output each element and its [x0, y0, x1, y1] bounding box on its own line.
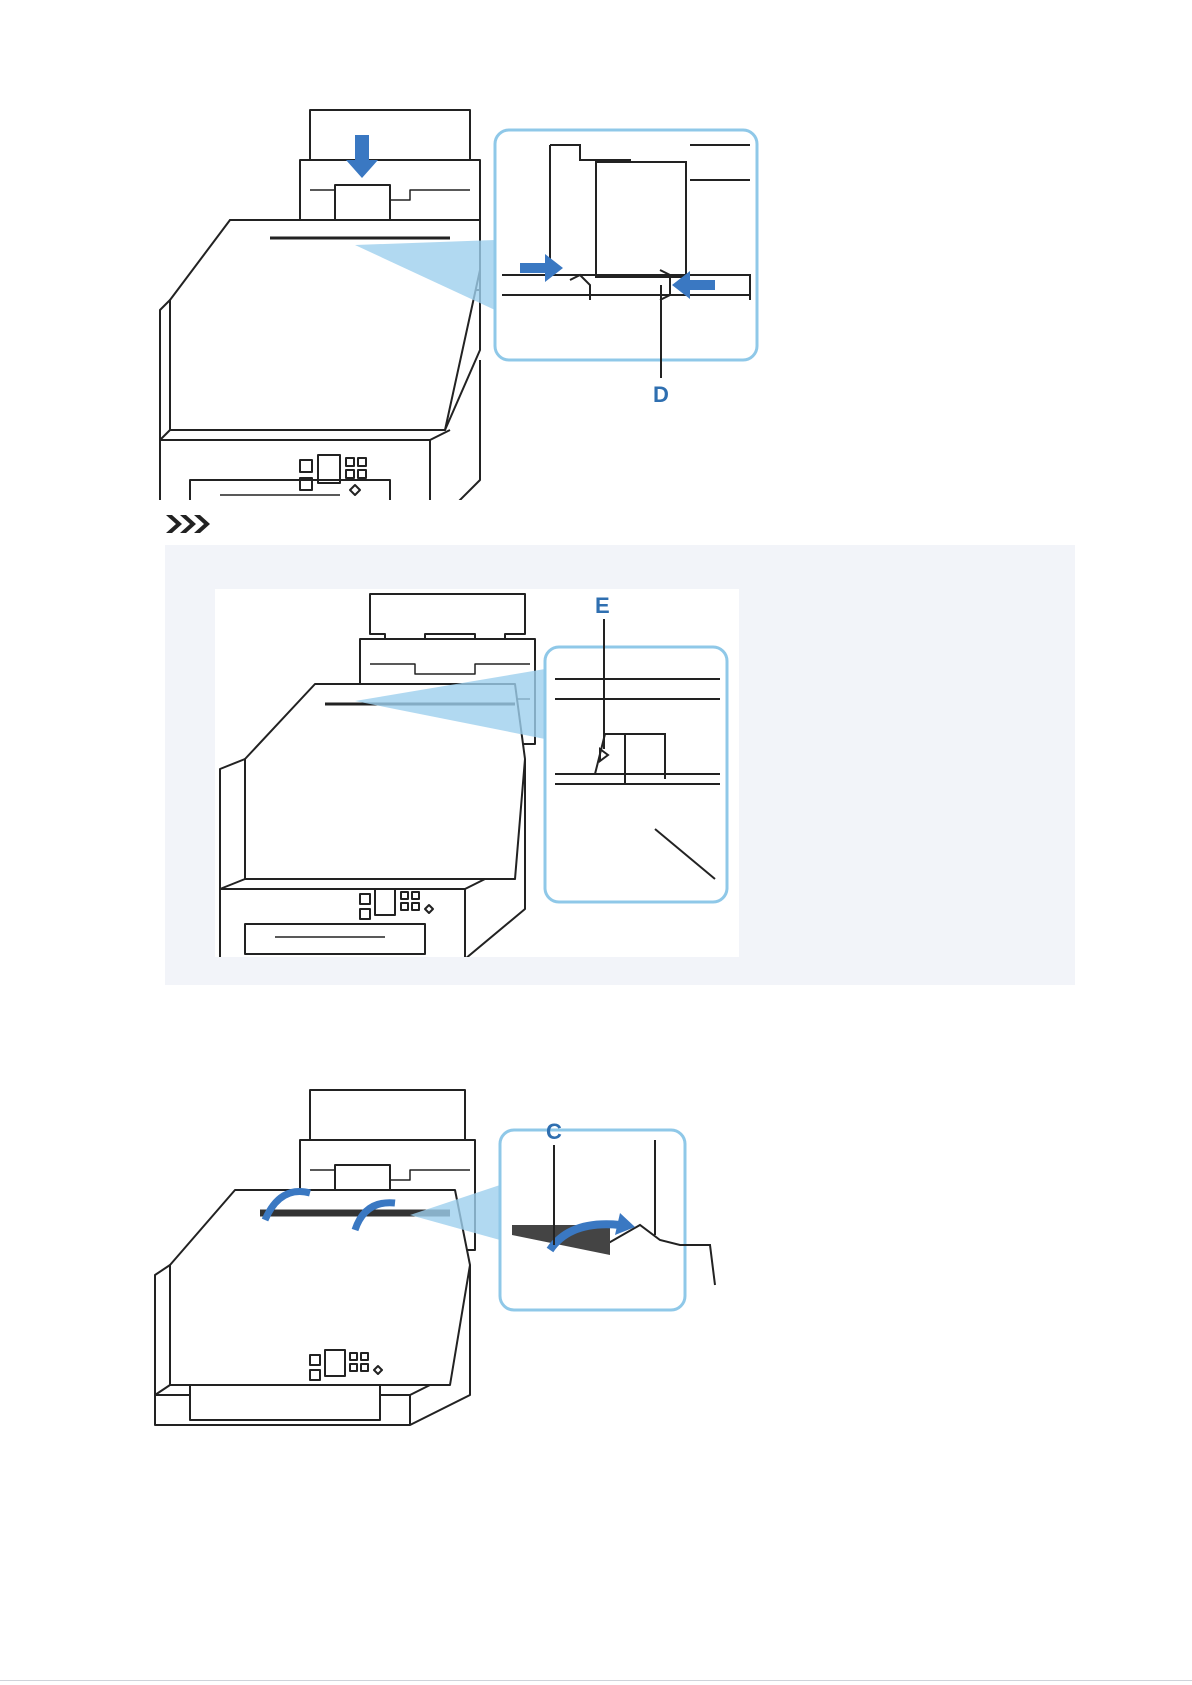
callout-letter-mark: E: [595, 593, 610, 618]
figure-feed-slot-cover: C: [150, 1085, 750, 1445]
note-chevrons-icon: [164, 513, 216, 535]
figure-paper-guides: D: [150, 100, 830, 500]
note-panel: E: [165, 545, 1075, 985]
callout-letter-cover: C: [546, 1119, 562, 1144]
callout-letter-guide: D: [653, 382, 669, 407]
page-footer-rule: [0, 1680, 1192, 1681]
figure-guide-mark: E: [215, 589, 739, 957]
